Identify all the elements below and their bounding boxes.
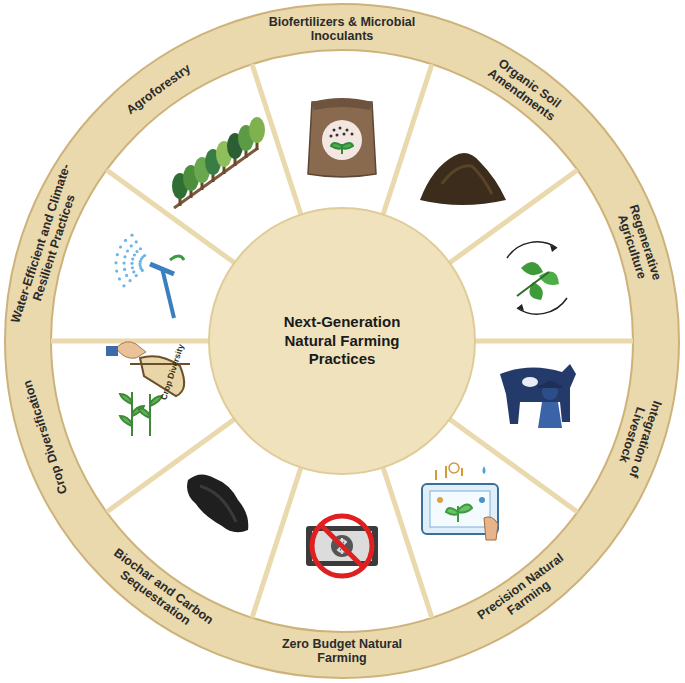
water-drop — [122, 284, 125, 287]
segment-label: Biofertilizers & Microbial Inoculants — [267, 16, 417, 44]
segment-label: Zero Budget Natural Farming — [267, 638, 417, 666]
water-drop — [130, 262, 133, 265]
water-drop — [122, 261, 125, 264]
crop-diversity-icon — [106, 342, 190, 436]
water-drop — [126, 249, 129, 252]
leaf-cycle-icon — [507, 242, 567, 314]
water-drop — [116, 253, 119, 256]
center-title: Next-Generation Natural Farming Practice… — [257, 313, 427, 369]
water-drop — [114, 261, 117, 264]
outer-ring — [5, 4, 679, 678]
water-drop — [123, 268, 126, 271]
wheel-segment: Zero Budget Natural Farming — [267, 638, 417, 666]
livestock-icon — [500, 364, 576, 428]
water-drop — [124, 239, 127, 242]
water-drop — [135, 240, 138, 243]
wheel-segment: Biofertilizers & Microbial Inoculants — [267, 16, 417, 44]
water-drop — [128, 279, 131, 282]
water-drop — [132, 270, 135, 273]
water-drop — [143, 254, 146, 257]
water-drop — [118, 277, 121, 280]
biochar-icon — [187, 474, 248, 532]
water-drop — [135, 274, 138, 277]
water-drop — [135, 250, 138, 253]
tablet-icon — [422, 463, 498, 540]
dividers — [51, 64, 633, 618]
water-drop — [123, 255, 126, 258]
bag-icon — [308, 98, 376, 177]
water-drop — [133, 253, 136, 256]
divider-line — [252, 467, 301, 617]
no-money-icon — [306, 516, 378, 576]
water-drop — [125, 274, 128, 277]
water-drop — [130, 234, 133, 237]
water-drop — [139, 247, 142, 250]
tree-crown — [249, 117, 265, 143]
water-drop — [131, 266, 134, 269]
sprinkler-icon — [114, 234, 184, 318]
divider-line — [107, 170, 235, 263]
inner-field — [51, 50, 633, 632]
divider-line — [475, 339, 633, 344]
center-disc — [209, 208, 475, 474]
water-drop — [115, 269, 118, 272]
center-circle: Next-Generation Natural Farming Practice… — [257, 313, 427, 369]
water-drop — [131, 257, 134, 260]
water-drop — [119, 245, 122, 248]
water-drop — [130, 244, 133, 247]
soil-icon — [420, 153, 506, 205]
trees-icon — [172, 117, 265, 208]
